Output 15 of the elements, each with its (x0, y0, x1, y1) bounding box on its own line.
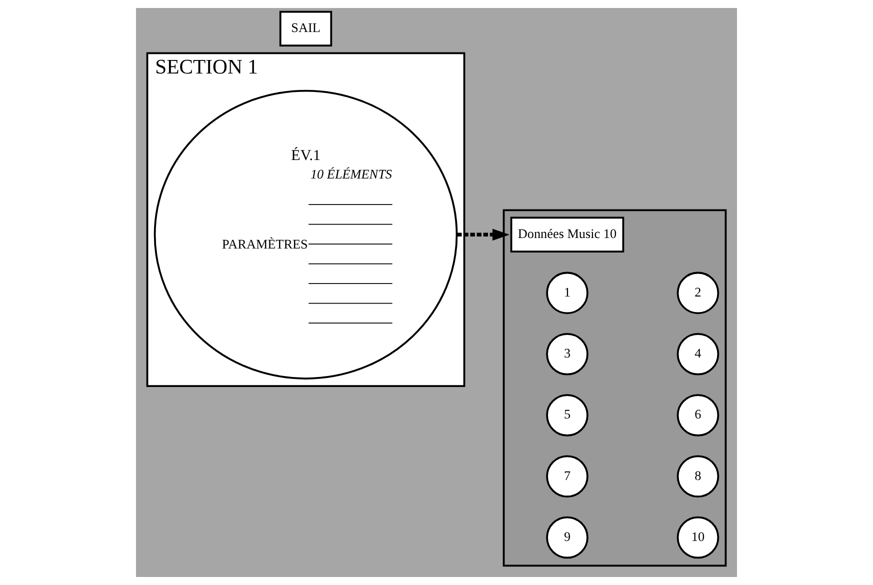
node-circle: 3 (546, 332, 588, 376)
node-circle: 7 (546, 455, 588, 498)
arrow (456, 228, 510, 241)
node-circle: 2 (676, 272, 720, 314)
node-box: Données Music 10 (510, 216, 624, 253)
node-circle: 10 (676, 516, 720, 559)
node-box: SAIL (279, 10, 332, 47)
node-circle: 9 (546, 516, 588, 559)
node-circle: 4 (676, 332, 720, 376)
node-circle: 1 (546, 272, 588, 314)
node-circle: 5 (546, 394, 588, 436)
node-circle: 8 (676, 455, 720, 498)
node-circle: ÉV.1 PARAMÈTRES 10 ÉLÉMENTS (154, 90, 458, 380)
node-circle: 6 (676, 394, 720, 436)
cluster (502, 209, 727, 567)
